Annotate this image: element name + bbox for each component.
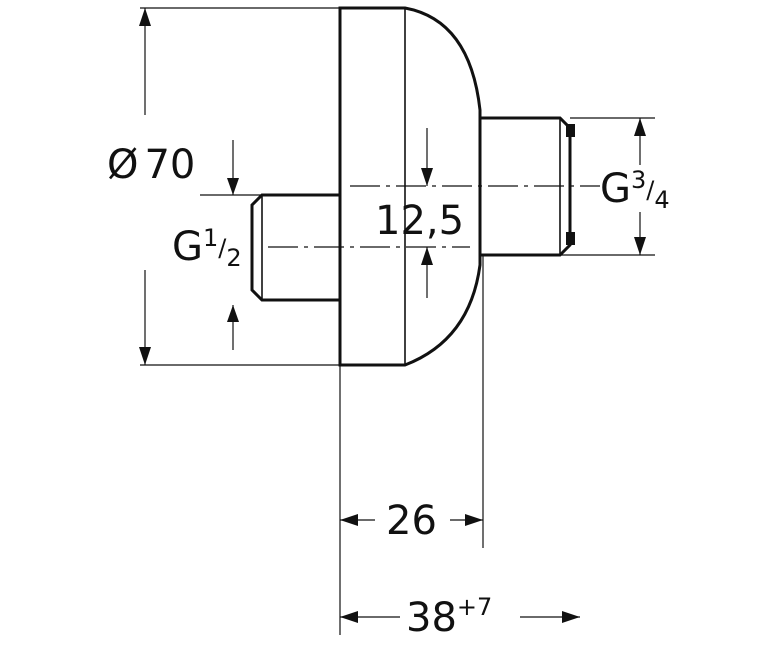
- inlet-thread-label: G1/2: [172, 224, 242, 272]
- arrow-up-icon: [421, 247, 433, 265]
- offset-dimension: 12,5: [375, 128, 464, 298]
- body-depth-label: 26: [386, 498, 437, 544]
- depth-extension-lines: [339, 255, 484, 635]
- outlet-thread-label: G3/4: [600, 166, 670, 214]
- arrow-down-icon: [227, 178, 239, 195]
- inlet-thread-dimension: G1/2: [172, 140, 262, 350]
- inlet-pipe: [250, 193, 340, 302]
- arrow-up-icon: [634, 118, 646, 136]
- arrow-down-icon: [634, 237, 646, 255]
- total-depth-label: 38+7: [406, 593, 492, 641]
- arrow-left-icon: [340, 514, 358, 526]
- arrow-right-icon: [465, 514, 483, 526]
- arrow-left-icon: [340, 611, 358, 623]
- arrow-up-icon: [139, 8, 151, 26]
- arrow-down-icon: [421, 168, 433, 186]
- offset-label: 12,5: [375, 198, 464, 244]
- arrow-right-icon: [562, 611, 580, 623]
- total-depth-dimension: 38+7: [340, 593, 580, 641]
- centerlines: [268, 185, 600, 248]
- outlet-thread-dimension: G3/4: [480, 117, 670, 256]
- arrow-up-icon: [227, 305, 239, 322]
- body-depth-dimension: 26: [340, 498, 483, 544]
- arrow-down-icon: [139, 347, 151, 365]
